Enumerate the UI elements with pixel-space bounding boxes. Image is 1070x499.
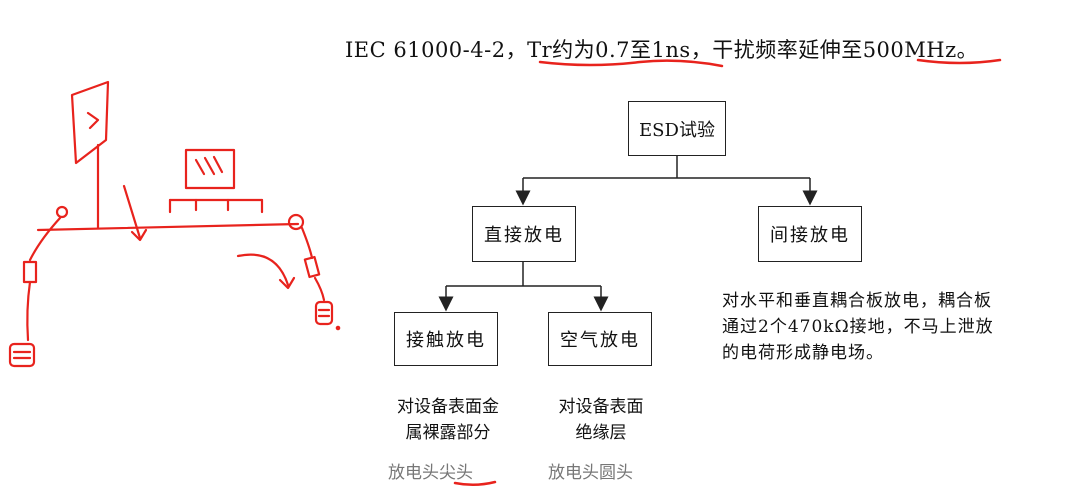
contact-description-line: 属裸露部分 [405,423,491,443]
direct-discharge-label: 直接放电 [484,225,564,246]
air-description-line: 绝缘层 [575,423,627,443]
contact-tip-note: 放电头尖头 [388,463,473,483]
indirect-description-line: 的电荷形成静电场。 [722,343,884,363]
indirect-description-line: 通过2个470kΩ接地，不马上泄放 [722,317,994,337]
esd-setup-sketch [8,80,341,368]
air-discharge-box: 空气放电 [548,312,652,366]
indirect-description-line: 对水平和垂直耦合板放电，耦合板 [722,291,992,311]
tree-connector-root [515,156,818,206]
indirect-discharge-box: 间接放电 [758,206,862,262]
air-description: 对设备表面 绝缘层 [536,394,666,446]
tree-connector-direct [438,262,609,312]
indirect-discharge-label: 间接放电 [770,225,850,246]
air-tip-note: 放电头圆头 [548,463,633,483]
standard-title: IEC 61000-4-2，Tr约为0.7至1ns，干扰频率延伸至500MHz。 [345,38,979,62]
contact-description: 对设备表面金 属裸露部分 [378,394,518,446]
contact-discharge-box: 接触放电 [394,312,498,366]
esd-test-box: ESD试验 [628,101,726,156]
indirect-description: 对水平和垂直耦合板放电，耦合板 通过2个470kΩ接地，不马上泄放 的电荷形成静… [722,288,1062,366]
contact-discharge-label: 接触放电 [406,330,486,351]
esd-test-label: ESD试验 [639,119,715,141]
red-underlines [453,58,1002,486]
direct-discharge-box: 直接放电 [472,206,576,262]
contact-description-line: 对设备表面金 [397,397,499,417]
air-discharge-label: 空气放电 [560,330,640,351]
air-description-line: 对设备表面 [558,397,644,417]
